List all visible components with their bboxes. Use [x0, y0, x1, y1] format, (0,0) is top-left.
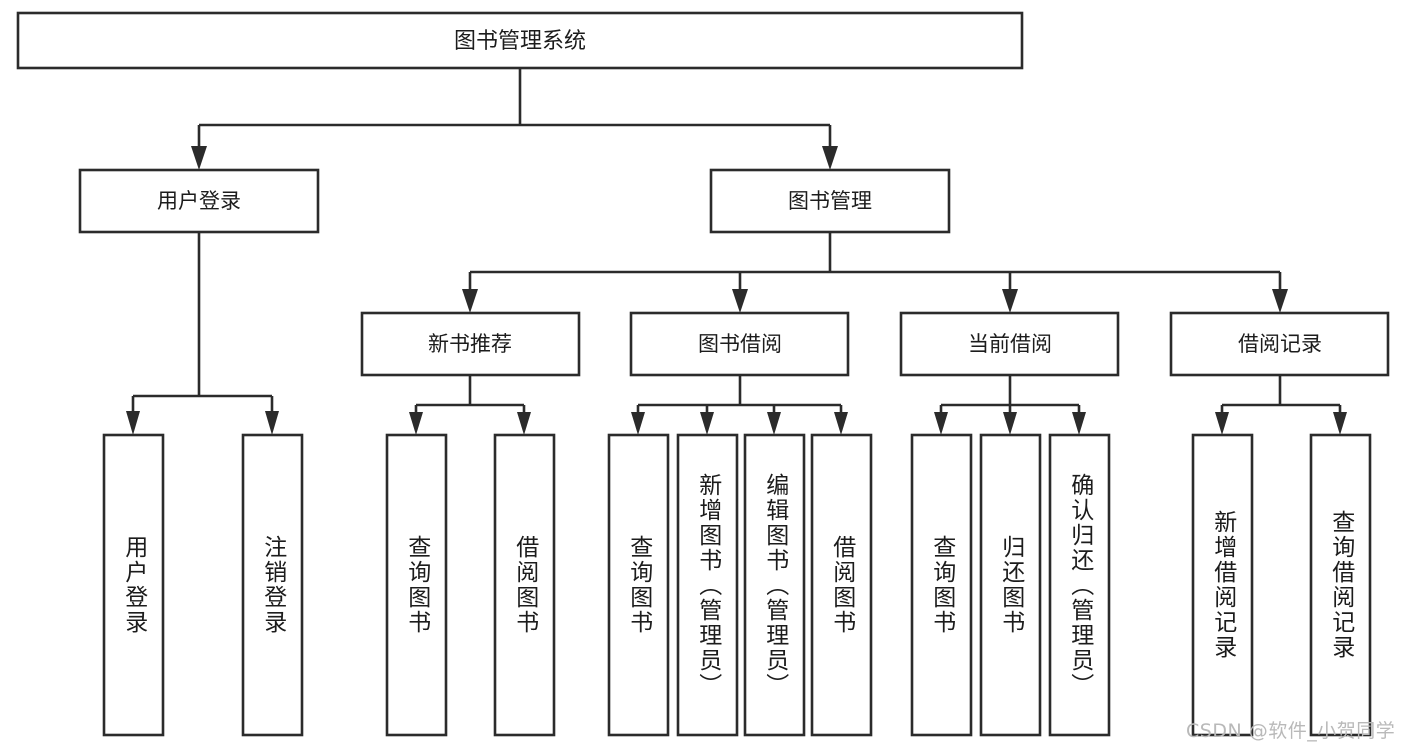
- node-book-borrow-box: [629, 311, 850, 377]
- arrow-newbook-leaf-1: [409, 412, 423, 435]
- arrow-userlogin-leaf-2: [265, 411, 279, 435]
- leaf-box-book-borrow-2[interactable]: [676, 433, 739, 737]
- connector-group: [126, 68, 1347, 435]
- node-book-manage-box: [709, 168, 951, 234]
- node-current-borrow-box: [899, 311, 1120, 377]
- arrow-to-user-login: [191, 146, 207, 170]
- node-root-system[interactable]: 图书管理系统: [16, 11, 1024, 70]
- node-current-borrow[interactable]: 当前借阅: [899, 311, 1120, 377]
- node-borrow-record-box: [1169, 311, 1390, 377]
- node-book-manage[interactable]: 图书管理: [709, 168, 951, 234]
- leaf-box-user-login-1[interactable]: [102, 433, 165, 737]
- leaf-box-group: [102, 433, 1372, 737]
- arrow-to-book-manage: [822, 146, 838, 170]
- arrow-borrowrecord-leaf-2: [1333, 412, 1347, 435]
- leaf-box-current-borrow-3[interactable]: [1048, 433, 1111, 737]
- leaf-box-current-borrow-2[interactable]: [979, 433, 1042, 737]
- leaf-box-book-borrow-1[interactable]: [607, 433, 670, 737]
- node-new-book-recommend[interactable]: 新书推荐: [360, 311, 581, 377]
- leaf-box-new-book-2[interactable]: [493, 433, 556, 737]
- arrow-currentborrow-leaf-3: [1072, 412, 1086, 435]
- leaf-box-borrow-record-1[interactable]: [1191, 433, 1254, 737]
- arrow-bookborrow-leaf-4: [834, 412, 848, 435]
- leaf-box-current-borrow-1[interactable]: [910, 433, 973, 737]
- node-user-login[interactable]: 用户登录: [78, 168, 320, 234]
- arrow-bookborrow-leaf-3: [767, 412, 781, 435]
- node-book-manage-label: 图书管理: [788, 189, 872, 213]
- leaf-box-book-borrow-4[interactable]: [810, 433, 873, 737]
- node-current-borrow-label: 当前借阅: [968, 332, 1052, 356]
- node-user-login-label: 用户登录: [157, 189, 241, 213]
- node-borrow-record[interactable]: 借阅记录: [1169, 311, 1390, 377]
- node-root-system-label: 图书管理系统: [454, 29, 586, 54]
- arrow-to-borrow-record: [1272, 289, 1288, 313]
- node-book-borrow[interactable]: 图书借阅: [629, 311, 850, 377]
- node-book-borrow-label: 图书借阅: [698, 332, 782, 356]
- arrow-to-current-borrow: [1002, 289, 1018, 313]
- arrow-currentborrow-leaf-2: [1003, 412, 1017, 435]
- node-new-book-recommend-label: 新书推荐: [428, 332, 512, 356]
- arrow-userlogin-leaf-1: [126, 411, 140, 435]
- csdn-watermark: CSDN @软件_小贺同学: [1186, 720, 1396, 742]
- leaf-box-book-borrow-3[interactable]: [743, 433, 806, 737]
- arrow-borrowrecord-leaf-1: [1215, 412, 1229, 435]
- arrow-bookborrow-leaf-2: [700, 412, 714, 435]
- node-new-book-recommend-box: [360, 311, 581, 377]
- node-user-login-box: [78, 168, 320, 234]
- leaf-box-user-login-2[interactable]: [241, 433, 304, 737]
- arrow-to-new-book: [462, 289, 478, 313]
- arrow-currentborrow-leaf-1: [934, 412, 948, 435]
- node-borrow-record-label: 借阅记录: [1238, 332, 1322, 356]
- arrow-to-book-borrow: [732, 289, 748, 313]
- leaf-box-borrow-record-2[interactable]: [1309, 433, 1372, 737]
- arrow-bookborrow-leaf-1: [631, 412, 645, 435]
- arrow-newbook-leaf-2: [517, 412, 531, 435]
- node-root-system-box: [16, 11, 1024, 70]
- leaf-box-new-book-1[interactable]: [385, 433, 448, 737]
